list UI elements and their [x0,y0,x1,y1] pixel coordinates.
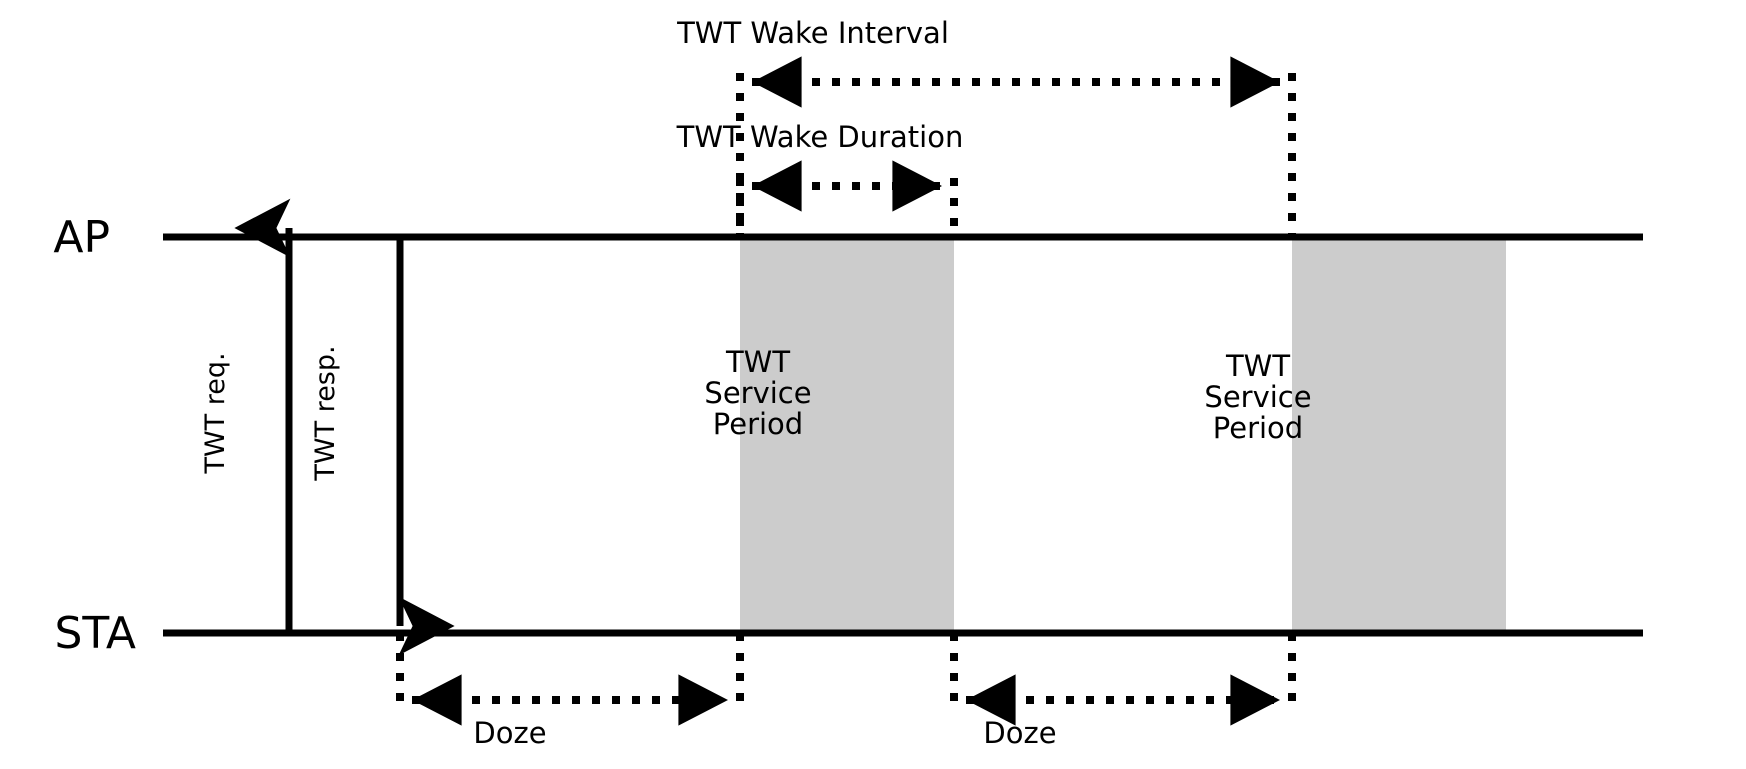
sta-label: STA [55,608,137,659]
service-period-2-line-2: Service [1204,380,1311,414]
service-period-1-line-3: Period [713,407,803,441]
twt-wake-interval-bracket [736,56,1296,237]
service-period-1-label: TWT Service Period [704,345,811,441]
twt-resp-label: TWT resp. [310,345,341,481]
doze-1-label: Doze [473,716,546,750]
service-period-2-label: TWT Service Period [1204,349,1311,445]
twt-req-label: TWT req. [200,352,231,474]
service-period-1-line-2: Service [704,376,811,410]
ap-label: AP [53,212,110,263]
service-period-blocks [740,239,1506,631]
service-period-1-line-1: TWT [725,345,790,379]
twt-wake-duration-label: TWT Wake Duration [676,120,964,154]
service-period-block-2 [1292,239,1506,631]
service-period-2-line-3: Period [1213,411,1303,445]
twt-wake-duration-bracket [736,160,958,237]
service-period-block-1 [740,239,954,631]
service-period-2-line-1: TWT [1225,349,1290,383]
doze-bracket-2 [950,633,1296,726]
handshake-arrows [234,198,455,656]
doze-bracket-1 [396,633,744,726]
twt-wake-interval-label: TWT Wake Interval [676,16,949,50]
doze-2-label: Doze [983,716,1056,750]
